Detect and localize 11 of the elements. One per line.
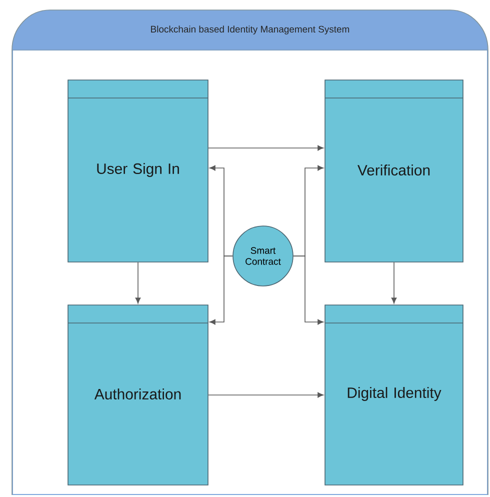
process-box: Digital Identity <box>324 304 464 486</box>
arrow <box>391 262 397 304</box>
process-box: User Sign In <box>68 80 208 262</box>
process-box: Verification <box>324 80 464 262</box>
process-box: Authorization <box>68 304 208 486</box>
arrow <box>293 256 324 325</box>
arrow <box>208 392 324 398</box>
arrow <box>135 262 141 304</box>
arrow <box>209 256 233 325</box>
circle-node: Smart Contract <box>232 226 294 286</box>
arrow <box>208 145 324 151</box>
